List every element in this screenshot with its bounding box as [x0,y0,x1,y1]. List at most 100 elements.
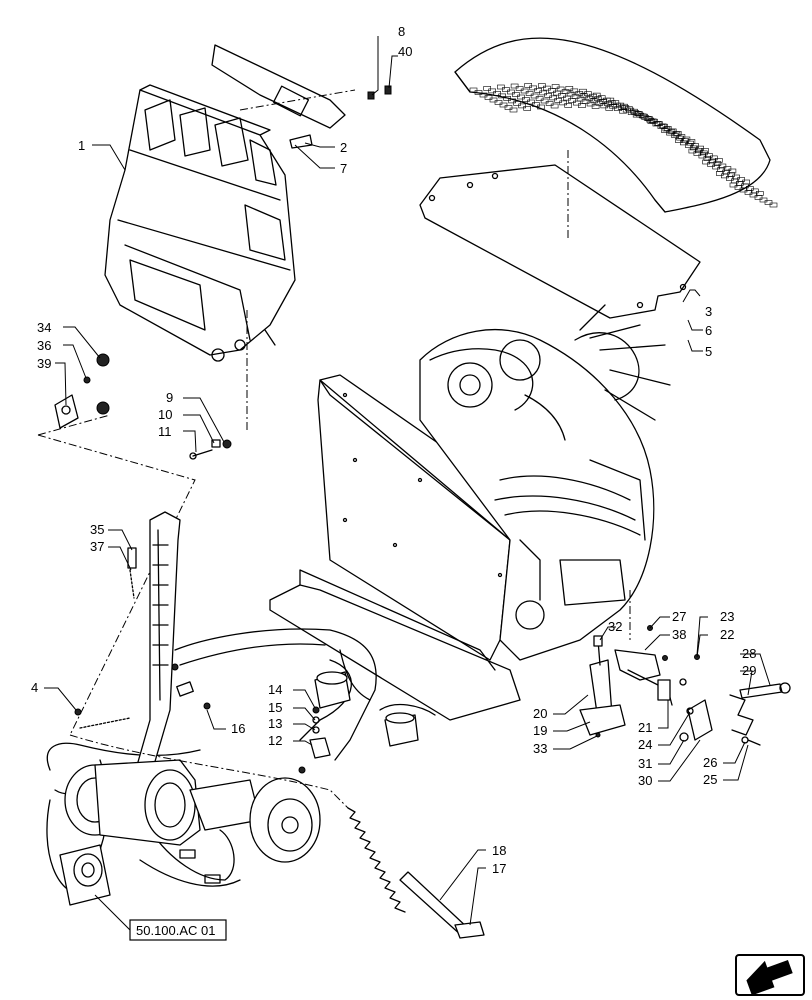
callout-7: 7 [340,161,347,176]
grille-hole [494,100,503,105]
cover-plate [419,164,701,319]
grille-hole [545,101,554,106]
grille-hole [727,172,735,177]
grille-hole [701,148,709,153]
grille-hole [525,91,534,96]
grille-hole [493,91,502,96]
callout-10: 10 [158,407,172,422]
callout-38: 38 [672,627,686,642]
callout-4: 4 [31,680,38,695]
grille-hole [530,93,539,99]
grille-hole [563,95,571,101]
grille-hole [520,88,529,94]
hood-grille [454,37,778,213]
next-page-arrow-icon[interactable] [735,953,805,996]
callout-13: 13 [268,716,282,731]
grille-hole [698,153,707,159]
grille-hole [549,95,558,101]
callout-23: 23 [720,609,734,624]
grille-hole [655,121,663,126]
pedal-brackets [579,625,791,746]
grille-hole [497,84,505,90]
callout-37: 37 [90,539,104,554]
grille-hole [510,83,519,89]
grille-hole [723,166,732,171]
grille-hole [737,177,745,182]
callout-3: 3 [705,304,712,319]
grille-hole [759,197,768,203]
grille-hole [717,167,725,172]
grille-hole [532,102,540,107]
grille-hole [502,87,510,92]
grille-hole [687,139,696,144]
callout-6: 6 [705,323,712,338]
grille-hole [750,188,759,194]
grille-hole [508,98,517,104]
spring-link [347,807,485,939]
grille-hole [704,153,713,158]
grille-hole [548,88,556,93]
callout-5: 5 [705,344,712,359]
grille-hole [714,158,723,163]
hydraulic-pumps [59,759,321,906]
grille-hole [550,103,559,109]
grille-hole [660,123,668,129]
callout-14: 14 [268,682,282,697]
callout-28: 28 [742,646,756,661]
grille-hole [512,92,520,97]
grille-hole [504,105,513,110]
callout-2: 2 [340,140,347,155]
grille-hole [696,145,704,151]
engine-assembly [269,304,671,721]
grille-hole [632,112,641,118]
grille-hole [742,179,750,185]
grille-hole [682,136,691,142]
grille-hole [573,100,581,106]
callout-27: 27 [672,609,686,624]
grille-hole [543,85,551,91]
callout-24: 24 [638,737,652,752]
callout-34: 34 [37,320,51,335]
callout-26: 26 [703,755,717,770]
grille-hole [627,110,636,115]
callout-labels: 1 2 7 8 40 3 6 5 34 36 39 9 10 11 35 37 … [31,24,756,876]
callout-39: 39 [37,356,51,371]
callout-15: 15 [268,700,282,715]
grille-hole [558,93,566,98]
grille-hole [702,159,710,165]
grille-hole [529,85,538,91]
grille-hole [712,164,720,170]
grille-hole [754,195,763,200]
grille-hole [484,95,493,100]
grille-hole [469,87,478,93]
grille-hole [479,92,488,98]
grille-hole [614,106,622,111]
grille-hole [688,148,697,154]
grille-hole [568,98,576,103]
callout-40: 40 [398,44,412,59]
grille-hole [527,99,535,105]
grille-hole [554,98,563,103]
grille-hole [641,115,650,120]
grille-hole [707,162,715,167]
grille-hole [503,96,512,101]
callout-12: 12 [268,733,282,748]
grille-hole [764,200,773,205]
grille-hole [722,169,730,175]
grille-hole [578,103,586,108]
grille-hole [488,88,497,94]
reference-box[interactable]: 50.100.AC 01 [94,894,227,941]
callout-9: 9 [166,390,173,405]
hvac-unit [104,44,346,362]
grille-hole [483,86,492,91]
grille-hole [499,102,508,108]
grille-hole [668,128,677,134]
callout-21: 21 [638,720,652,735]
grille-hole [693,151,702,156]
grille-hole [600,103,609,109]
grille-hole [537,104,545,110]
grille-hole [745,186,754,191]
callout-17: 17 [492,861,506,876]
callout-33: 33 [533,741,547,756]
